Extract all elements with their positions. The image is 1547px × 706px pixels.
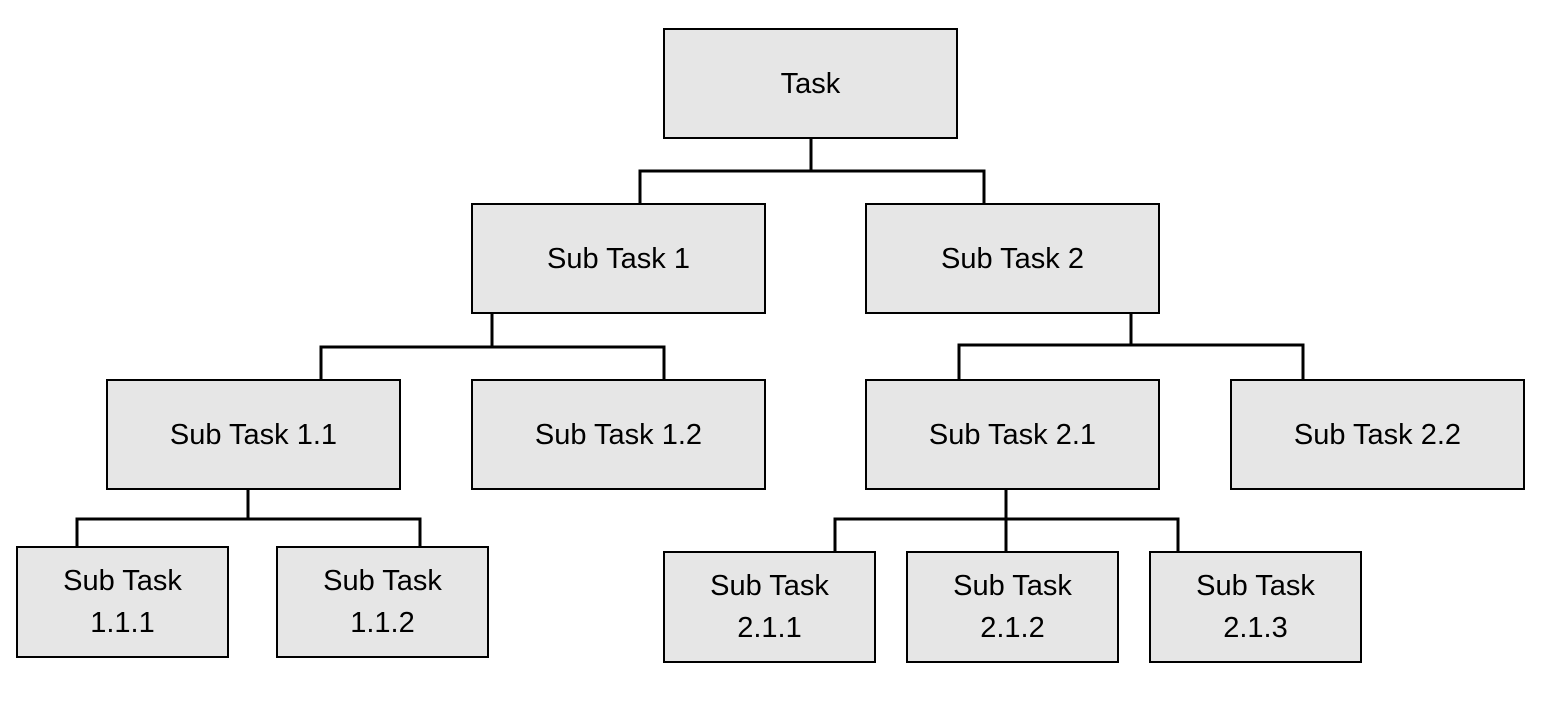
node-sub-task-2-2: Sub Task 2.2 (1230, 379, 1525, 490)
node-task: Task (663, 28, 958, 139)
node-sub-task-1-2: Sub Task 1.2 (471, 379, 766, 490)
node-sub-task-1-1: Sub Task 1.1 (106, 379, 401, 490)
node-sub-task-2-1-2: Sub Task 2.1.2 (906, 551, 1119, 663)
node-sub-task-2: Sub Task 2 (865, 203, 1160, 314)
node-sub-task-1-1-2: Sub Task 1.1.2 (276, 546, 489, 658)
node-sub-task-1: Sub Task 1 (471, 203, 766, 314)
node-sub-task-2-1-1: Sub Task 2.1.1 (663, 551, 876, 663)
node-sub-task-2-1: Sub Task 2.1 (865, 379, 1160, 490)
node-sub-task-1-1-1: Sub Task 1.1.1 (16, 546, 229, 658)
node-sub-task-2-1-3: Sub Task 2.1.3 (1149, 551, 1362, 663)
